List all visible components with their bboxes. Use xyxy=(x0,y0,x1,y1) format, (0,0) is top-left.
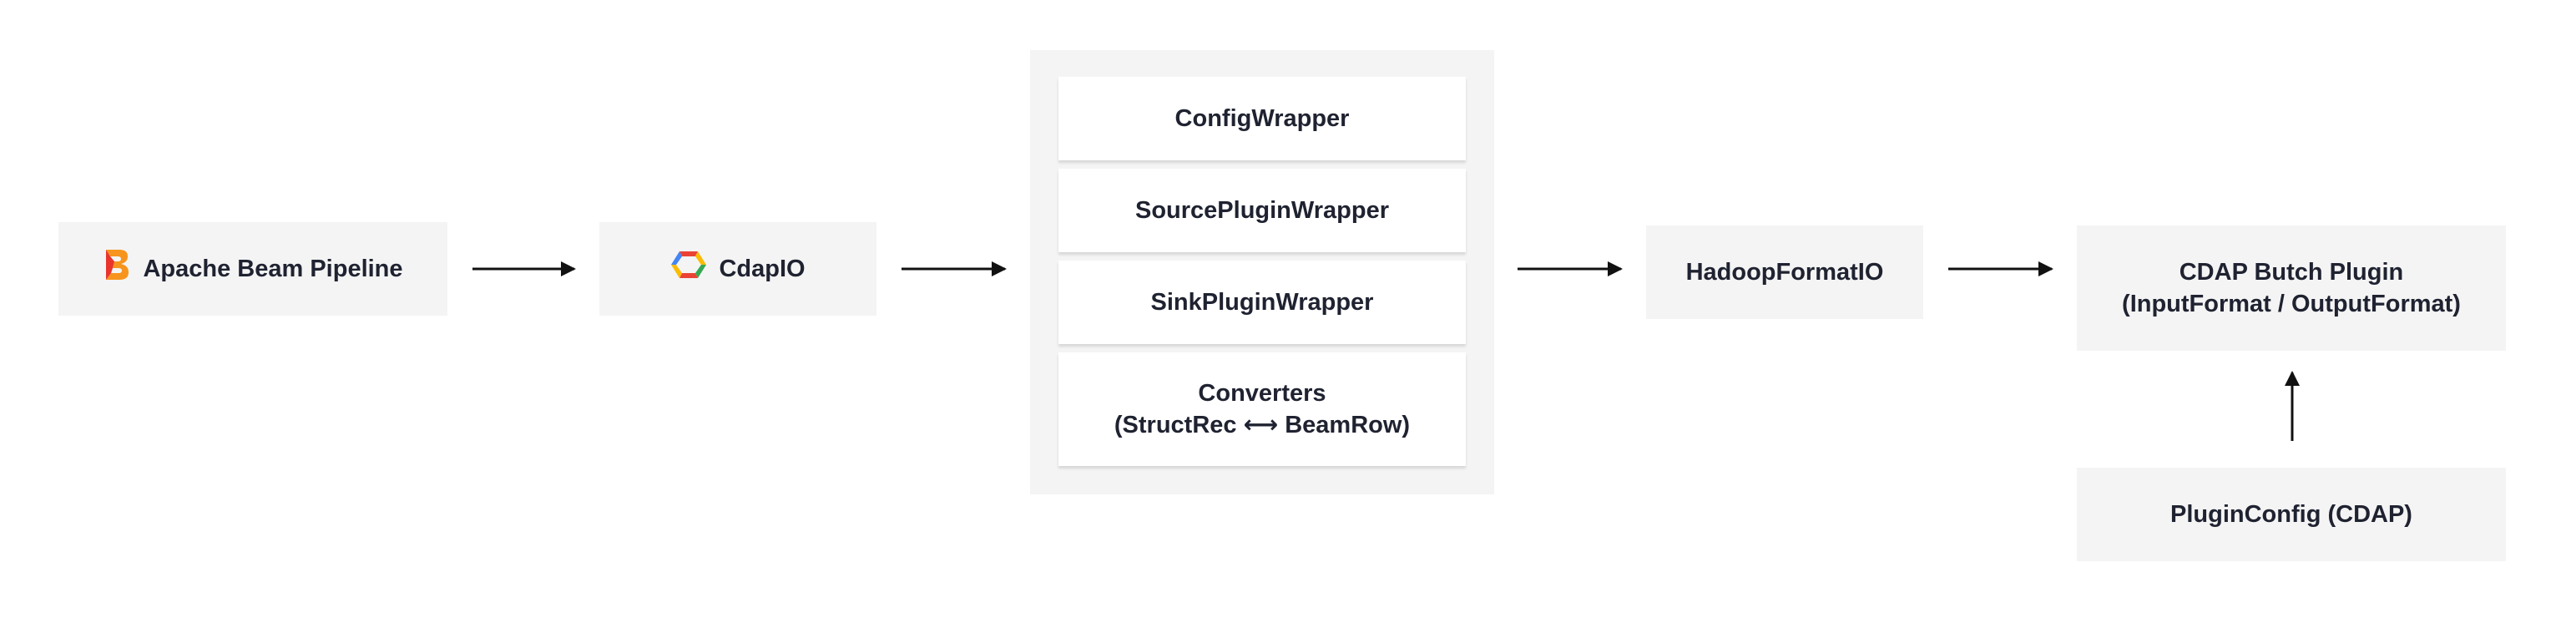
node-hadoop-format-io: HadoopFormatIO xyxy=(1646,225,1923,319)
cdap-plugin-label-line2: (InputFormat / OutputFormat) xyxy=(2122,291,2461,317)
node-cdapio: CdapIO xyxy=(599,222,876,316)
node-cdap-butch-plugin: CDAP Butch Plugin (InputFormat / OutputF… xyxy=(2077,225,2506,351)
node-source-plugin-wrapper: SourcePluginWrapper xyxy=(1058,169,1466,252)
plugin-config-label: PluginConfig (CDAP) xyxy=(2170,501,2412,528)
converters-label-line1: Converters xyxy=(1198,380,1326,407)
apache-beam-logo-icon xyxy=(103,246,131,291)
cdap-hexagon-logo-icon xyxy=(670,248,707,290)
hadoop-format-io-label: HadoopFormatIO xyxy=(1685,259,1884,286)
node-apache-beam-pipeline: Apache Beam Pipeline xyxy=(58,222,447,316)
config-wrapper-label: ConfigWrapper xyxy=(1174,105,1350,132)
node-plugin-config: PluginConfig (CDAP) xyxy=(2077,468,2506,561)
converters-label-line2: (StructRec ⟷ BeamRow) xyxy=(1114,412,1411,438)
cdap-plugin-label-line1: CDAP Butch Plugin xyxy=(2179,259,2404,286)
node-sink-plugin-wrapper: SinkPluginWrapper xyxy=(1058,261,1466,344)
node-converters: Converters (StructRec ⟷ BeamRow) xyxy=(1058,352,1466,466)
beam-pipeline-label: Apache Beam Pipeline xyxy=(143,256,403,282)
node-config-wrapper: ConfigWrapper xyxy=(1058,77,1466,160)
sink-plugin-wrapper-label: SinkPluginWrapper xyxy=(1150,289,1374,316)
cdapio-label: CdapIO xyxy=(719,256,806,282)
source-plugin-wrapper-label: SourcePluginWrapper xyxy=(1134,197,1390,224)
